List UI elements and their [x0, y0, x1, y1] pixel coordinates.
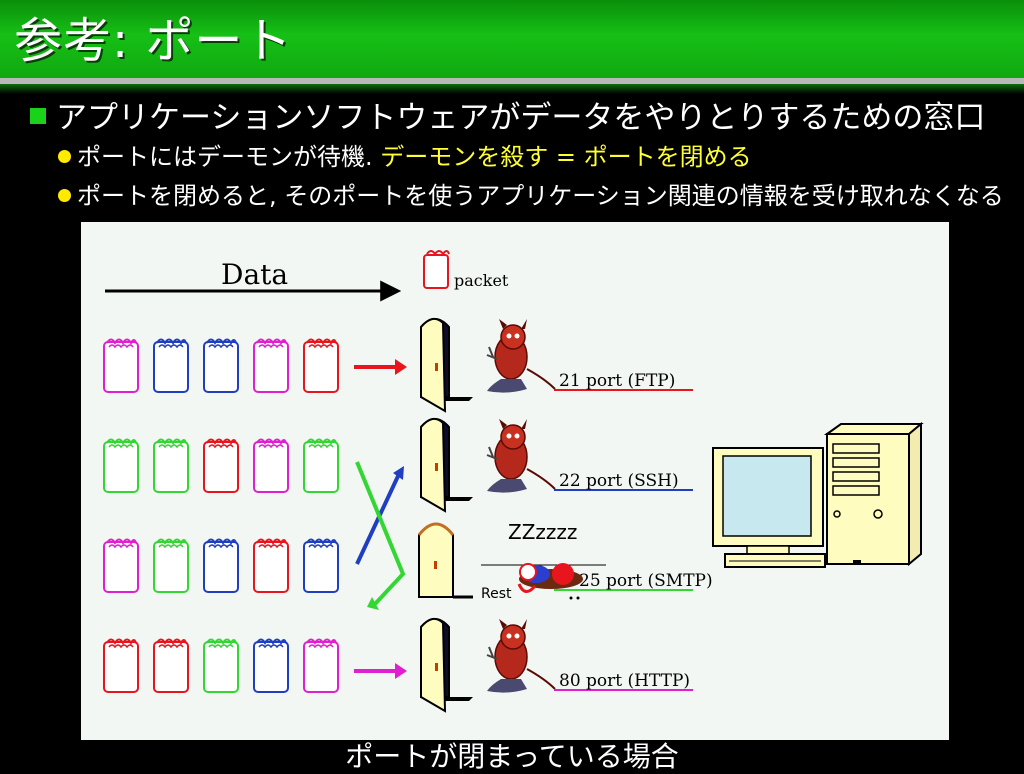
sleeping-daemon-icon [481, 563, 606, 600]
dot-bullet-icon [58, 150, 71, 163]
packet-icon [103, 538, 139, 593]
port-diagram: Data packet 21 port (FTP) 22 port (SSH) 25… [81, 222, 949, 740]
sleep-zzz-text: ZZzzzz [508, 520, 577, 544]
packet-icon [153, 538, 189, 593]
rest-label: Rest [481, 586, 512, 602]
ftp-arrow-head [395, 359, 407, 375]
smtp-rejected-arrow [355, 461, 406, 606]
packet-icon [103, 638, 139, 693]
packet-icon [303, 338, 339, 393]
packet-icon [253, 538, 289, 593]
packet-icon [103, 338, 139, 393]
main-bullet: アプリケーションソフトウェアがデータをやりとりするための窓口 [30, 100, 985, 136]
sub-bullet-1: ポートにはデーモンが待機. デーモンを殺す = ポートを閉める [58, 142, 752, 172]
port-entry: 25 port (SMTP) [417, 522, 713, 599]
sub-bullet-1-highlight: デーモンを殺す = ポートを閉める [380, 143, 752, 171]
sub-bullet-2-text: ポートを閉めると, そのポートを使うアプリケーション関連の情報を受け取れなくなる [77, 182, 1004, 210]
title-bar [0, 0, 1024, 78]
packet-icon [253, 638, 289, 693]
packet-icon [153, 338, 189, 393]
port-entry: 80 port (HTTP) [420, 617, 693, 713]
open-door-icon [420, 617, 473, 713]
packet-grid [103, 338, 339, 693]
data-label: Data [221, 258, 288, 291]
port-label: 80 port (HTTP) [559, 671, 690, 691]
port-entry: 21 port (FTP) [420, 317, 693, 413]
daemon-icon [486, 619, 556, 693]
packet-icon [203, 638, 239, 693]
square-bullet-icon [30, 108, 46, 124]
ssh-arrow [355, 473, 401, 565]
ssh-arrow-head [393, 466, 404, 480]
slide-title: 参考: ポート [14, 13, 293, 69]
computer-icon [712, 421, 924, 568]
smtp-rejected-arrow-head [367, 597, 379, 610]
main-bullet-text: アプリケーションソフトウェアがデータをやりとりするための窓口 [56, 100, 986, 136]
packet-icon [153, 438, 189, 493]
daemon-icon [486, 319, 556, 393]
packet-icon [153, 638, 189, 693]
port-diagram-svg: Data packet 21 port (FTP) 22 port (SSH) 25… [103, 250, 924, 713]
diagram-caption: ポートが閉まっている場合 [345, 740, 679, 773]
packet-icon [203, 438, 239, 493]
packet-icon [303, 638, 339, 693]
dot-bullet-icon [58, 189, 71, 202]
port-label: 22 port (SSH) [559, 471, 679, 491]
open-door-icon [420, 317, 473, 413]
packet-icon [253, 438, 289, 493]
open-door-icon [420, 417, 473, 513]
title-divider [0, 78, 1024, 84]
packet-label: packet [454, 271, 509, 290]
packet-icon [103, 438, 139, 493]
packet-icon [253, 338, 289, 393]
port-label: 21 port (FTP) [559, 371, 675, 391]
closed-door-icon [417, 522, 473, 599]
daemon-icon [486, 419, 556, 493]
packet-icon [203, 538, 239, 593]
title-shadow [0, 84, 1024, 94]
packet-icon [203, 338, 239, 393]
legend-packet-icon [423, 250, 450, 289]
packet-icon [303, 538, 339, 593]
packet-icon [303, 438, 339, 493]
port-entry: 22 port (SSH) [420, 417, 693, 513]
http-arrow-head [395, 663, 407, 679]
sub-bullet-1-text: ポートにはデーモンが待機. [77, 143, 373, 171]
port-list: 21 port (FTP) 22 port (SSH) 25 port (SMTP)… [417, 317, 713, 713]
sub-bullet-2: ポートを閉めると, そのポートを使うアプリケーション関連の情報を受け取れなくなる [58, 181, 1004, 211]
port-label: 25 port (SMTP) [579, 571, 713, 591]
